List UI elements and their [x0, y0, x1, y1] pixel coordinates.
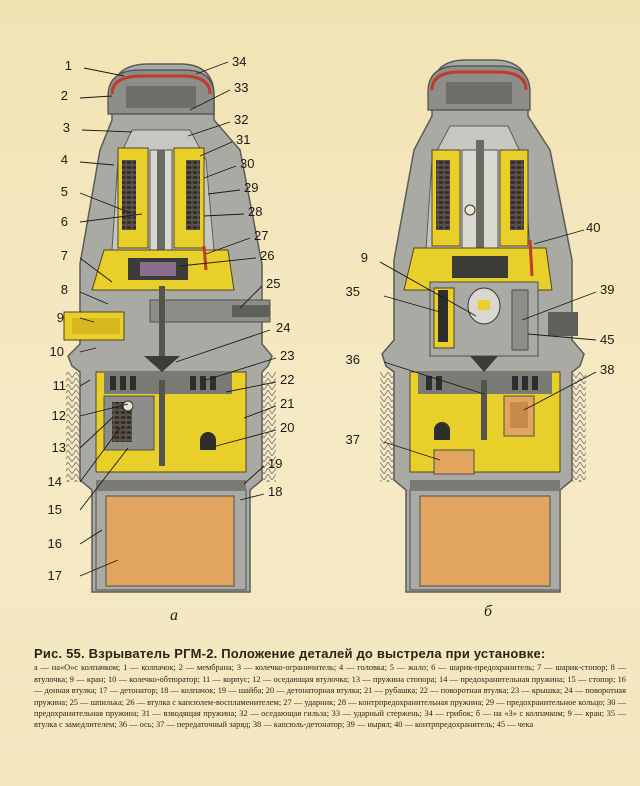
callout-a-left-1: 1: [65, 58, 72, 73]
callout-a-left-15: 15: [48, 502, 62, 517]
callout-a-right-31: 31: [236, 132, 250, 147]
caption-title: Рис. 55. Взрыватель РГМ-2. Положение дет…: [34, 646, 546, 661]
callout-b-left-36: 36: [346, 352, 360, 367]
callout-a-left-7: 7: [61, 248, 68, 263]
callout-a-right-18: 18: [268, 484, 282, 499]
caption-legend-text: а — на«О»с колпачком; 1 — колпачок; 2 — …: [34, 663, 626, 730]
callout-a-left-3: 3: [63, 120, 70, 135]
callout-a-right-26: 26: [260, 248, 274, 263]
callout-a-left-9: 9: [57, 310, 64, 325]
callout-a-left-12: 12: [52, 408, 66, 423]
callout-b-right-45: 45: [600, 332, 614, 347]
callout-a-right-22: 22: [280, 372, 294, 387]
callout-a-right-34: 34: [232, 54, 246, 69]
callout-a-right-21: 21: [280, 396, 294, 411]
callout-a-left-8: 8: [61, 282, 68, 297]
callout-a-right-27: 27: [254, 228, 268, 243]
callouts-right-view-b: [379, 229, 597, 461]
callout-a-right-24: 24: [276, 320, 290, 335]
callout-b-right-38: 38: [600, 362, 614, 377]
callout-b-left-37: 37: [346, 432, 360, 447]
fuze-figure: 1234567891011121314151617343332313029282…: [48, 54, 615, 624]
callout-b-right-40: 40: [586, 220, 600, 235]
callout-a-right-19: 19: [268, 456, 282, 471]
callout-a-left-4: 4: [61, 152, 68, 167]
fuze-view-b: [380, 59, 586, 593]
callout-a-left-2: 2: [61, 88, 68, 103]
figure-caption: Рис. 55. Взрыватель РГМ-2. Положение дет…: [34, 646, 626, 731]
callout-a-right-20: 20: [280, 420, 294, 435]
callouts-left-view-a: [79, 61, 277, 577]
sublabel-a: а: [170, 607, 178, 624]
callout-numbers: 1234567891011121314151617343332313029282…: [48, 54, 615, 583]
callout-a-right-28: 28: [248, 204, 262, 219]
callout-a-right-23: 23: [280, 348, 294, 363]
callout-a-left-14: 14: [48, 474, 62, 489]
sublabel-b: б: [484, 603, 493, 620]
callout-a-right-33: 33: [234, 80, 248, 95]
callout-b-right-39: 39: [600, 282, 614, 297]
callout-a-right-32: 32: [234, 112, 248, 127]
callout-a-left-5: 5: [61, 184, 68, 199]
callout-a-right-30: 30: [240, 156, 254, 171]
callout-b-left-9: 9: [361, 250, 368, 265]
callout-a-left-16: 16: [48, 536, 62, 551]
callout-a-left-6: 6: [61, 214, 68, 229]
detonator-b: [419, 495, 551, 587]
detonator-a: [105, 495, 235, 587]
callout-a-left-10: 10: [50, 344, 64, 359]
callout-a-right-25: 25: [266, 276, 280, 291]
callout-a-left-13: 13: [52, 440, 66, 455]
callout-b-left-35: 35: [346, 284, 360, 299]
callout-a-left-17: 17: [48, 568, 62, 583]
callout-a-right-29: 29: [244, 180, 258, 195]
callout-a-left-11: 11: [53, 378, 67, 393]
